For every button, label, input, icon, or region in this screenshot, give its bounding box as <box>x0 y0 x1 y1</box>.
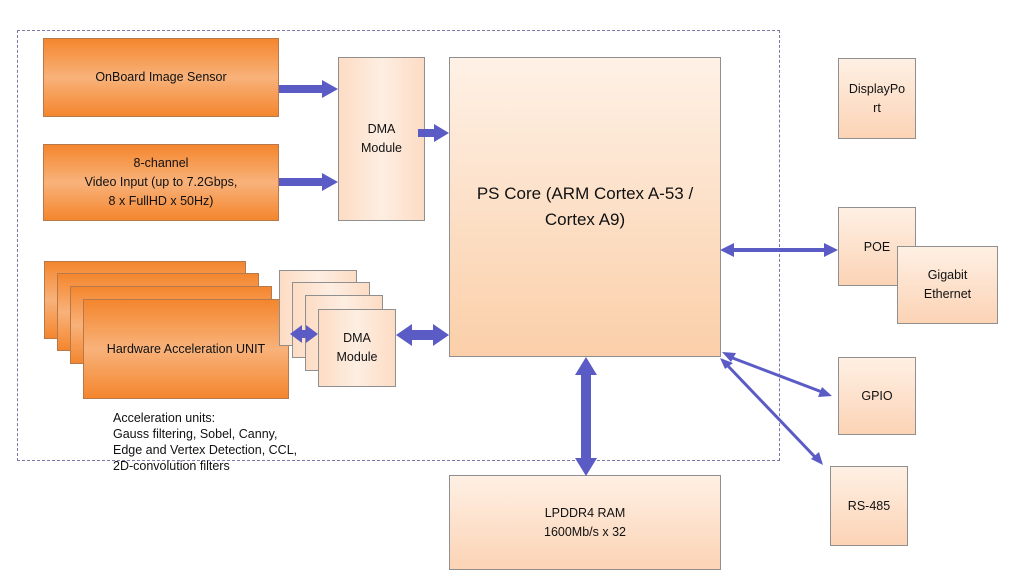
gpio-block: GPIO <box>838 357 916 435</box>
arrow-gpio-head-b <box>818 387 832 397</box>
arrow-rs485-head-a <box>720 358 733 369</box>
hardware-acceleration-unit-block: Hardware Acceleration UNIT <box>83 299 289 399</box>
rs485-block: RS-485 <box>830 466 908 546</box>
arrow-pscore-rs485-line <box>726 364 817 459</box>
dma-module-bottom: DMA Module <box>318 309 396 387</box>
arrow-hw-dma-bidirectional <box>290 325 318 343</box>
arrow-pscore-ram-bidirectional <box>575 357 597 476</box>
ps-core-block: PS Core (ARM Cortex A-53 / Cortex A9) <box>449 57 721 357</box>
arrow-pscore-poe-bidirectional <box>720 243 838 257</box>
gigabit-ethernet-block: Gigabit Ethernet <box>897 246 998 324</box>
arrow-rs485-head-b <box>811 452 823 465</box>
arrow-video-to-dma <box>279 173 338 191</box>
arrow-sensor-to-dma <box>279 80 338 98</box>
onboard-image-sensor-block: OnBoard Image Sensor <box>43 38 279 117</box>
video-input-block: 8-channel Video Input (up to 7.2Gbps, 8 … <box>43 144 279 221</box>
arrow-pscore-gpio-line <box>729 355 823 394</box>
arrow-gpio-head-a <box>722 352 736 362</box>
dma-module-top: DMA Module <box>338 57 425 221</box>
arrow-dma-to-pscore <box>418 124 449 142</box>
acceleration-units-note: Acceleration units: Gauss filtering, Sob… <box>113 411 298 473</box>
displayport-block: DisplayPo rt <box>838 58 916 139</box>
lpddr4-ram-block: LPDDR4 RAM 1600Mb/s x 32 <box>449 475 721 570</box>
arrow-dma-pscore-bidirectional <box>396 324 449 346</box>
system-boundary <box>17 30 780 461</box>
